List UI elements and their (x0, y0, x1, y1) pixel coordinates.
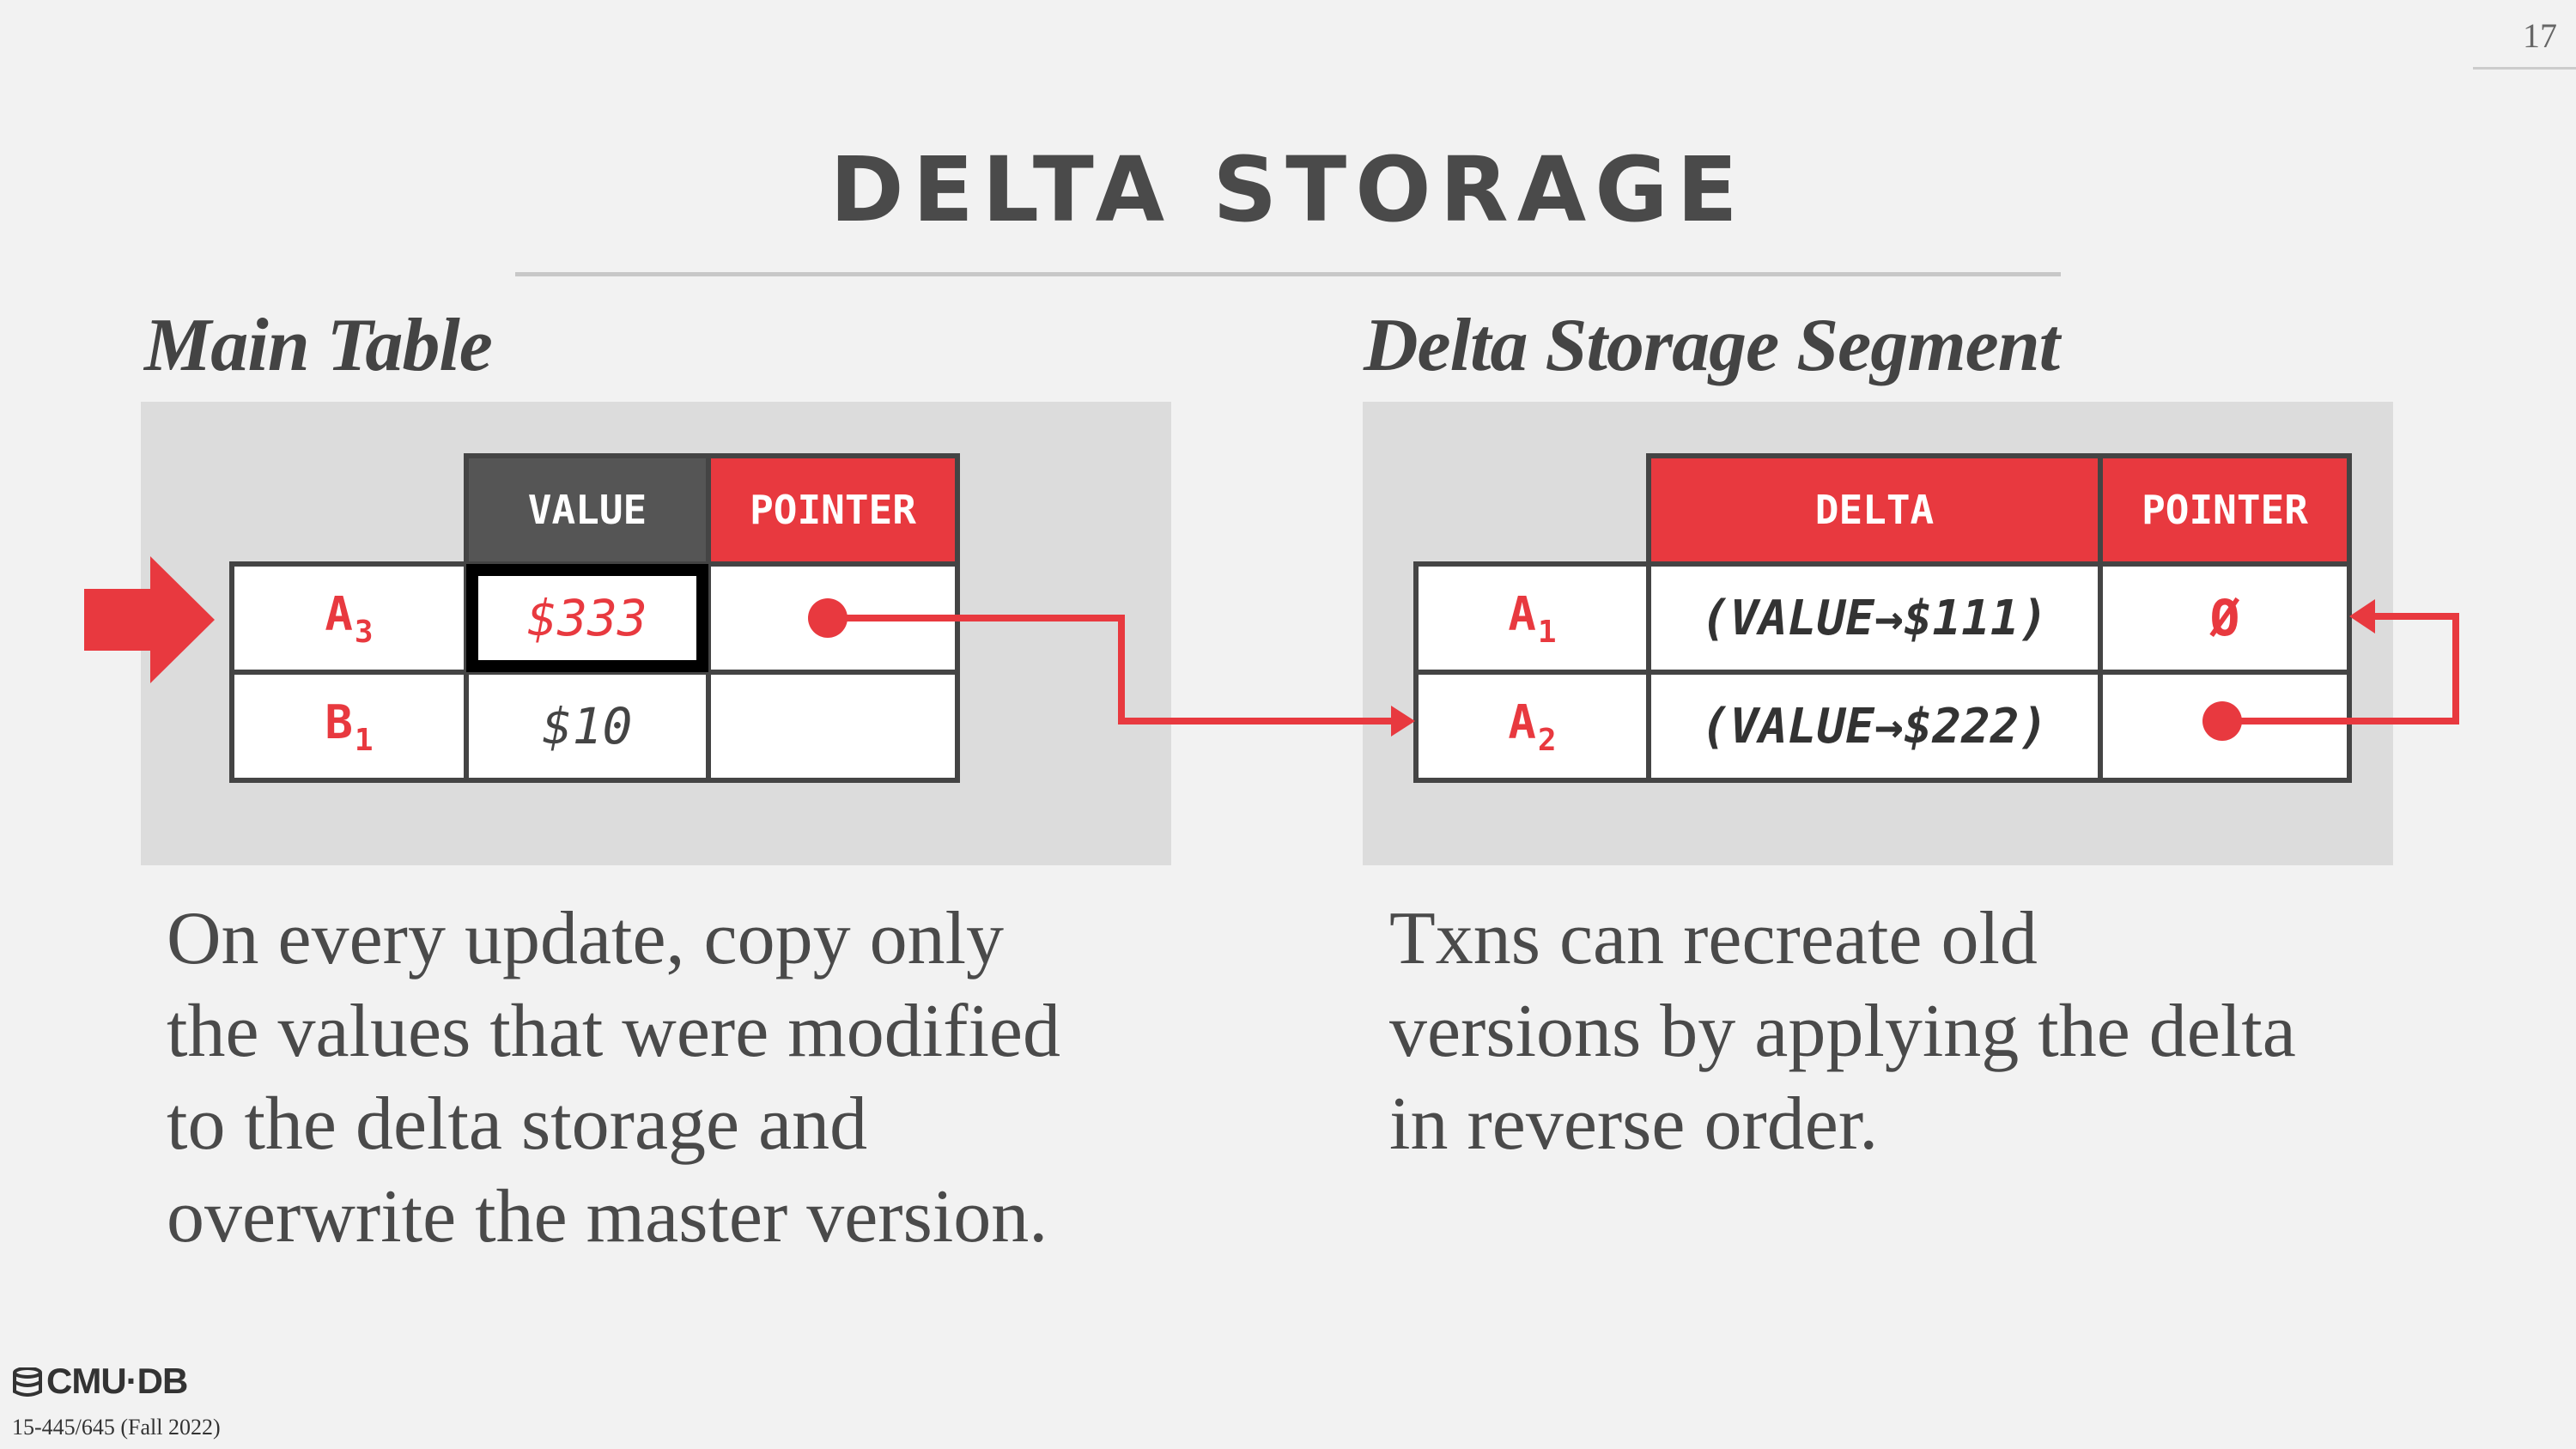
text-line: in reverse order. (1389, 1082, 1879, 1166)
database-icon (12, 1364, 43, 1397)
main-table-heading: Main Table (144, 304, 493, 387)
delta-header-delta: DELTA (1646, 453, 2103, 567)
delta-table: DELTA POINTER A1 (VALUE→$111) Ø A2 (VALU… (1413, 453, 2352, 783)
delta-cell: (VALUE→$111) (1646, 561, 2103, 675)
a3-to-a2-arrowhead-icon (1391, 706, 1415, 737)
text-line: On every update, copy only (167, 897, 1005, 980)
table-row: A2 (VALUE→$222) (1413, 670, 2352, 783)
a3-to-a2-link (828, 615, 1393, 724)
right-explanation: Txns can recreate old versions by applyi… (1389, 893, 2506, 1171)
slide-number-rule (2473, 67, 2576, 70)
a2-to-a1-link (2222, 613, 2459, 724)
value-cell: $10 (464, 670, 711, 783)
table-row: A1 (VALUE→$111) Ø (1413, 561, 2352, 675)
slide-number: 17 (2523, 16, 2557, 55)
row-key: A3 (229, 561, 469, 675)
text-line: Txns can recreate old (1389, 897, 2038, 980)
value-cell-selected: $333 (464, 561, 711, 675)
delta-header-pointer: POINTER (2098, 453, 2352, 567)
main-header-value: VALUE (464, 453, 711, 567)
row-key: A1 (1413, 561, 1651, 675)
table-row: A3 $333 (229, 561, 960, 675)
main-header-pointer: POINTER (706, 453, 960, 567)
null-pointer-cell: Ø (2098, 561, 2352, 675)
current-version-arrow-icon (84, 556, 215, 683)
delta-cell: (VALUE→$222) (1646, 670, 2103, 783)
cmu-db-logo: CMU·DB (12, 1361, 188, 1402)
slide-title: DELTA STORAGE (829, 137, 1747, 242)
logo-text: CMU·DB (46, 1361, 188, 1401)
main-table: VALUE POINTER A3 $333 B1 $10 (229, 453, 960, 783)
row-key: B1 (229, 670, 469, 783)
title-divider (515, 272, 2061, 276)
left-explanation: On every update, copy only the values th… (167, 893, 1283, 1264)
table-row: B1 $10 (229, 670, 960, 783)
delta-segment-heading: Delta Storage Segment (1364, 304, 2060, 387)
text-line: to the delta storage and (167, 1082, 868, 1166)
course-label: 15-445/645 (Fall 2022) (12, 1415, 221, 1440)
a2-to-a1-arrowhead-icon (2349, 599, 2375, 634)
pointer-cell (706, 670, 960, 783)
text-line: overwrite the master version. (167, 1175, 1048, 1258)
text-line: versions by applying the delta (1389, 990, 2296, 1073)
text-line: the values that were modified (167, 990, 1060, 1073)
row-key: A2 (1413, 670, 1651, 783)
